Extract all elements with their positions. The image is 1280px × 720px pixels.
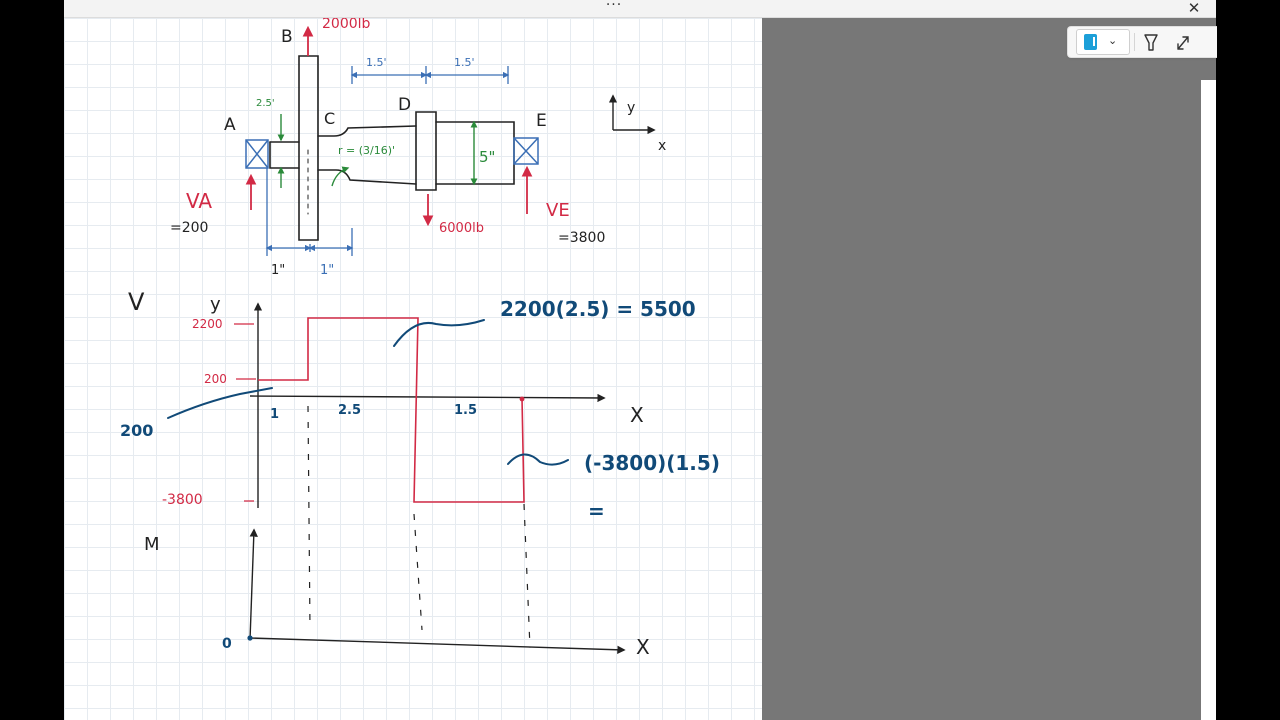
dimension-lines bbox=[265, 66, 510, 256]
bearing-a bbox=[245, 139, 269, 169]
dim-1b-label: 1" bbox=[320, 263, 334, 278]
shear-diagram-axes bbox=[249, 302, 606, 649]
dim-left-label: 1.5' bbox=[366, 56, 387, 69]
more-options-button[interactable]: ··· bbox=[605, 0, 623, 13]
shear-ticks bbox=[234, 323, 256, 502]
expand-icon bbox=[1177, 36, 1189, 50]
chevron-down-icon: ⌄ bbox=[1108, 34, 1118, 47]
ve-value: =3800 bbox=[558, 230, 605, 246]
area-1-calc: 2200(2.5) = 5500 bbox=[500, 297, 696, 321]
close-button[interactable]: ✕ bbox=[1187, 0, 1201, 17]
moment-origin-dot bbox=[247, 635, 253, 641]
side-strip bbox=[1201, 80, 1216, 720]
force-b-label: 2000lb bbox=[322, 18, 371, 32]
dim-right-label: 1.5' bbox=[454, 56, 475, 69]
label-e: E bbox=[536, 111, 547, 131]
shear-tick-200: 200 bbox=[204, 372, 227, 386]
lasso-button[interactable] bbox=[1140, 27, 1162, 57]
title-bar: ··· ✕ bbox=[64, 0, 1216, 18]
va-label: VA bbox=[186, 189, 212, 213]
label-c: C bbox=[324, 109, 335, 128]
area-2-equals: = bbox=[588, 499, 605, 523]
label-d: D bbox=[398, 95, 411, 115]
bearing-e bbox=[513, 137, 539, 165]
shear-seg-25: 2.5 bbox=[338, 403, 361, 418]
shear-seg-15: 1.5 bbox=[454, 403, 477, 418]
notebook-picker-button[interactable]: ⌄ bbox=[1076, 29, 1130, 55]
ve-label: VE bbox=[546, 200, 570, 221]
green-annotations bbox=[277, 114, 478, 188]
lasso-icon bbox=[1144, 34, 1158, 51]
force-arrows bbox=[245, 25, 533, 227]
moment-origin-label: 0 bbox=[222, 636, 232, 652]
shear-seg-1: 1 bbox=[270, 407, 279, 422]
dim-1a-label: 1" bbox=[271, 263, 285, 278]
shear-curve bbox=[258, 317, 525, 503]
axis-x-label: x bbox=[658, 138, 666, 154]
ink-drawing: B 2000lb A C D E 1.5' 1.5' 2.5' r = (3/1… bbox=[120, 18, 720, 659]
moment-diagram-axes bbox=[249, 528, 626, 654]
shear-note-200: 200 bbox=[120, 421, 153, 440]
navy-annotations bbox=[167, 319, 569, 466]
note-app-window: ··· ✕ bbox=[64, 0, 1217, 720]
shear-title: V bbox=[128, 288, 145, 316]
empty-pane bbox=[762, 18, 1216, 720]
shear-tick-neg3800: -3800 bbox=[162, 492, 203, 508]
moment-title: M bbox=[144, 534, 160, 555]
area-2-calc: (-3800)(1.5) bbox=[584, 451, 720, 475]
shear-axis-x: X bbox=[630, 403, 644, 427]
note-canvas[interactable]: B 2000lb A C D E 1.5' 1.5' 2.5' r = (3/1… bbox=[64, 18, 762, 720]
coordinate-axes bbox=[608, 94, 656, 135]
radius-label: r = (3/16)' bbox=[338, 144, 395, 157]
shear-end-dot bbox=[519, 396, 525, 402]
axis-y-label: y bbox=[627, 100, 635, 116]
label-b: B bbox=[281, 27, 293, 47]
moment-axis-x: X bbox=[636, 635, 650, 659]
toolbar-divider bbox=[1134, 33, 1135, 51]
shear-axis-y: y bbox=[210, 294, 221, 315]
floating-toolbar: ⌄ bbox=[1067, 26, 1217, 58]
dim-25-label: 2.5' bbox=[256, 98, 275, 109]
shear-tick-2200: 2200 bbox=[192, 317, 223, 331]
force-d-label: 6000lb bbox=[439, 221, 484, 236]
expand-button[interactable] bbox=[1172, 27, 1194, 57]
notebook-icon bbox=[1084, 34, 1097, 50]
label-a: A bbox=[224, 115, 236, 135]
diameter-label: 5" bbox=[479, 148, 495, 166]
va-value: =200 bbox=[170, 220, 208, 236]
